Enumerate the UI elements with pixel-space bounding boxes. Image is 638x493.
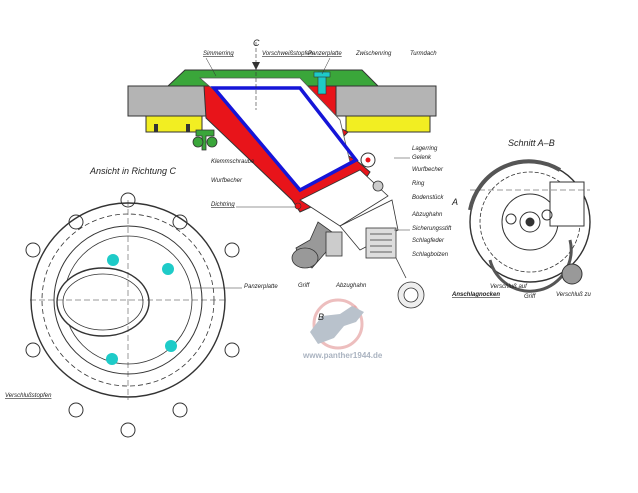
yellow-ring-right (345, 115, 431, 133)
label-schlagbolzen: Schlagbolzen (412, 252, 449, 258)
label-panzerplatte-top: Panzerplatte (308, 51, 342, 57)
section-arc (468, 159, 562, 211)
label-vorschweiss: Vorschweißstopfen (262, 51, 313, 57)
hinge-pivot-dot (365, 157, 371, 163)
grip-knob (291, 247, 319, 269)
cyan-bolt-4 (165, 340, 177, 352)
outer-hole-2 (25, 342, 41, 358)
label-dichtring: Dichtring (211, 202, 235, 208)
outer-hole-8 (172, 402, 188, 418)
outer-hole-10 (68, 214, 84, 230)
label-panzerplatte-view: Panzerplatte (244, 284, 278, 290)
label-schlagfeder: Schlagfeder (412, 238, 445, 244)
label-verschluss-auf: Verschluß auf (490, 284, 528, 290)
section-lever (549, 181, 585, 227)
label-sicherungsstift: Sicherungsstift (412, 226, 452, 232)
label-verschlussstopfen: Verschlußstopfen (5, 393, 52, 399)
label-turmdach: Turmdach (410, 51, 437, 57)
label-griff-section: Griff (524, 294, 537, 300)
label-verschluss-zu: Verschluß zu (556, 292, 591, 298)
label-griff-center: Griff (298, 283, 311, 289)
outer-hole-4 (120, 422, 136, 438)
label-klemmschraube: Klemmschraube (211, 159, 255, 165)
label-bodenstueck: Bodenstück (412, 195, 444, 201)
view-c (25, 192, 240, 438)
hinge-dot (294, 202, 302, 210)
bolt-left (154, 124, 158, 132)
label-abzughahn-center: Abzughahn (335, 283, 367, 289)
outer-hole-5 (224, 242, 240, 258)
cyan-bolt-2 (162, 263, 174, 275)
breech-block (299, 169, 389, 227)
labels: C Simmerring Vorschweißstopfen Panzerpla… (5, 38, 591, 399)
watermark-text: www.panther1944.de (302, 351, 383, 360)
cyan-bolt-1 (107, 254, 119, 266)
spring-housing (365, 227, 397, 259)
label-wurfbecher-right: Wurfbecher (412, 167, 444, 173)
label-anschlagnocken: Anschlagnocken (451, 292, 500, 298)
label-wurfbecher-left: Wurfbecher (211, 178, 243, 184)
section-ab-title: Schnitt A–B (508, 138, 555, 148)
cyan-bolts (106, 254, 177, 365)
label-gelenk: Gelenk (412, 155, 432, 161)
outer-hole-1 (25, 242, 41, 258)
bolt-left-2 (186, 124, 190, 132)
label-lagerring: Lagerring (412, 146, 438, 152)
label-simmerring: Simmerring (203, 51, 234, 57)
roof-plate-right (335, 85, 437, 117)
roof-plate-left (127, 85, 209, 117)
trigger-lever (325, 231, 343, 257)
breech-mechanism (291, 169, 425, 309)
label-abzughahn-right: Abzughahn (411, 212, 443, 218)
clamp-screw-knob (192, 136, 204, 148)
marker-b: B (318, 312, 324, 322)
tube-ellipse (56, 267, 150, 337)
label-zwischenring: Zwischenring (355, 51, 392, 57)
axis-c-arrow (252, 62, 260, 70)
outer-hole-9 (68, 402, 84, 418)
clamp-screw-knob-2 (206, 136, 218, 148)
view-c-title: Ansicht in Richtung C (89, 166, 177, 176)
section-grip (561, 263, 583, 285)
cyan-bolt-3 (106, 353, 118, 365)
label-ring: Ring (412, 181, 425, 187)
roof-cross-section (127, 42, 437, 213)
clamp-screw (195, 129, 215, 151)
marker-c: C (253, 38, 260, 48)
blue-launch-tube (210, 86, 359, 193)
cyan-bolt-head (313, 71, 331, 78)
marker-a: A (451, 197, 458, 207)
outer-hole-3 (120, 192, 136, 208)
section-ab (468, 159, 591, 293)
outer-hole-6 (224, 342, 240, 358)
outer-hole-7 (172, 214, 188, 230)
watermark-logo (310, 298, 364, 350)
